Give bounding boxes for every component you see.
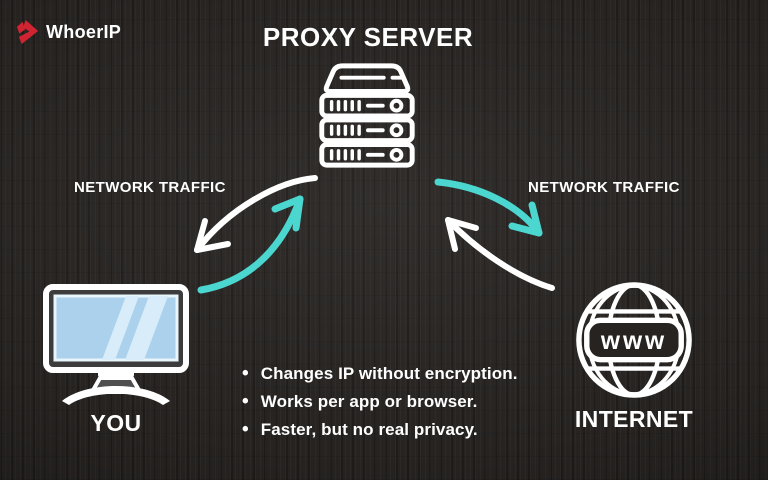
bullet-item: Faster, but no real privacy. xyxy=(242,416,542,444)
www-badge-text: www xyxy=(600,328,667,355)
arrow-up-right-icon xyxy=(197,195,304,294)
network-traffic-label-left: NETWORK TRAFFIC xyxy=(74,179,226,196)
bullet-list: Changes IP without encryption. Works per… xyxy=(242,360,542,444)
exchange-arrows-left xyxy=(194,175,318,294)
brand-logo: WhoerIP xyxy=(15,19,121,46)
desktop-monitor-icon xyxy=(43,284,189,405)
arrow-down-left-icon xyxy=(194,175,318,253)
arrow-down-right-icon xyxy=(434,178,543,237)
server-rack-icon xyxy=(319,63,415,168)
bullet-item: Works per app or browser. xyxy=(242,388,542,416)
globe-icon: www xyxy=(576,282,692,398)
you-label: YOU xyxy=(90,410,142,436)
www-badge xyxy=(584,317,684,363)
internet-label: INTERNET xyxy=(574,406,694,432)
brand-logo-text: WhoerIP xyxy=(46,22,122,42)
exchange-arrows-right xyxy=(434,178,555,291)
bullet-item: Changes IP without encryption. xyxy=(242,360,542,388)
arrow-up-left-icon xyxy=(445,217,555,291)
network-traffic-label-right: NETWORK TRAFFIC xyxy=(528,179,680,196)
diagram-title: PROXY SERVER xyxy=(262,22,474,52)
whoerip-logo-icon xyxy=(16,20,39,45)
